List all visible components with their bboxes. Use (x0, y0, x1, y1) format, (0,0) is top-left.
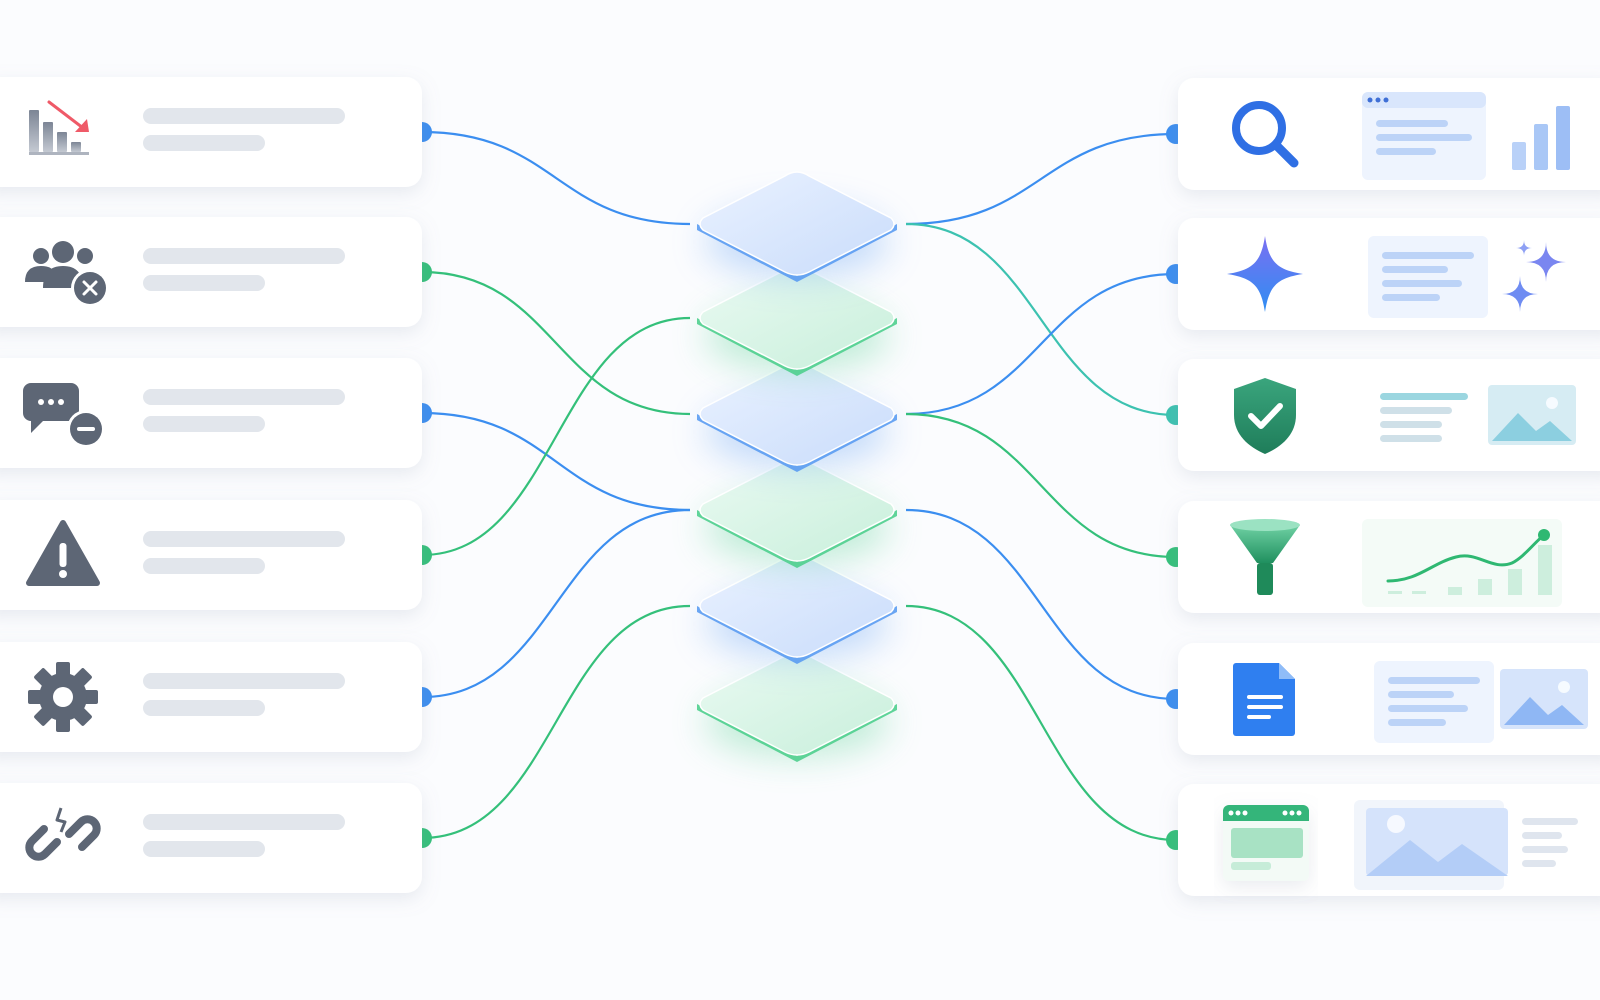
layer-face (699, 171, 895, 276)
issue-card (0, 783, 422, 893)
broken-link-icon (25, 807, 101, 861)
card-surface (0, 358, 422, 468)
issue-list (0, 77, 422, 893)
layer-plate-green (697, 651, 897, 762)
outcome-list (1178, 78, 1600, 896)
text-placeholder (143, 673, 345, 689)
text-placeholder (1380, 435, 1442, 442)
connector-line (421, 130, 691, 226)
card-surface (0, 77, 422, 187)
layer-plate-blue (697, 171, 897, 282)
layer-plate-green (697, 457, 897, 568)
image-thumbnail-icon (1500, 669, 1588, 729)
text-placeholder (143, 248, 345, 264)
shield-check-icon (1234, 378, 1296, 454)
connector-line (421, 270, 691, 416)
connector-line (421, 411, 691, 512)
text-placeholder (1522, 832, 1562, 839)
card-surface (0, 783, 422, 893)
text-placeholder (1382, 252, 1474, 259)
text-placeholder (143, 814, 345, 830)
browser-window-icon (1223, 805, 1309, 881)
user-group-remove-icon (25, 241, 109, 307)
ai-sparkle-icon (1227, 236, 1303, 312)
text-placeholder (143, 135, 265, 151)
text-placeholder (1380, 393, 1468, 400)
text-panel (1374, 661, 1494, 743)
layer-plate-blue (697, 553, 897, 664)
text-placeholder (1522, 818, 1578, 825)
image-thumbnail-icon (1488, 385, 1576, 445)
browser-text-panel (1362, 92, 1486, 180)
connector-line (905, 604, 1177, 842)
issue-card (0, 77, 422, 187)
gear-icon (28, 662, 98, 732)
outcome-card (1178, 501, 1600, 613)
card-surface (0, 642, 422, 752)
card-surface (0, 500, 422, 610)
outcome-card (1178, 784, 1600, 896)
issue-card (0, 500, 422, 610)
warning-triangle-icon (26, 520, 100, 586)
image-panel (1354, 800, 1508, 890)
layer-plate-blue (697, 361, 897, 472)
text-placeholder (1380, 407, 1452, 414)
connector-line (905, 132, 1177, 226)
document-icon (1233, 663, 1295, 736)
text-placeholder (1382, 280, 1462, 287)
growth-chart (1362, 519, 1562, 607)
text-placeholder (1388, 691, 1454, 698)
text-placeholder (143, 389, 345, 405)
bar-chart-icon (1512, 106, 1570, 170)
text-placeholder (1376, 148, 1436, 155)
connector-line (421, 316, 691, 557)
text-placeholder (1382, 294, 1440, 301)
text-placeholder (143, 108, 345, 124)
text-placeholder (1388, 705, 1468, 712)
connector-line (905, 508, 1177, 701)
layer-plate-green (697, 265, 897, 376)
text-placeholder (143, 416, 265, 432)
text-lines (1522, 818, 1578, 867)
layer-stack (697, 171, 897, 762)
search-icon (1232, 101, 1299, 168)
text-placeholder (1376, 120, 1448, 127)
text-panel (1368, 236, 1488, 318)
outcome-card (1178, 359, 1600, 471)
sparkles-icon (1502, 240, 1566, 312)
text-placeholder (1376, 134, 1472, 141)
outcome-card (1178, 643, 1600, 755)
connector-line (421, 508, 691, 699)
text-placeholder (1380, 421, 1442, 428)
text-placeholder (143, 531, 345, 547)
connector-line (905, 272, 1177, 416)
text-placeholder (1388, 719, 1446, 726)
outcome-card (1178, 78, 1600, 190)
card-surface (0, 217, 422, 327)
issue-card (0, 358, 422, 468)
issue-card (0, 642, 422, 752)
text-placeholder (1522, 846, 1568, 853)
declining-chart-icon (29, 100, 89, 155)
text-placeholder (143, 841, 265, 857)
connector-line (905, 412, 1177, 559)
connector-line (905, 222, 1177, 417)
chat-minus-icon (23, 383, 105, 448)
text-placeholder (143, 700, 265, 716)
text-lines (1380, 393, 1468, 442)
connector-line (421, 604, 691, 840)
text-placeholder (1382, 266, 1448, 273)
text-placeholder (143, 558, 265, 574)
text-placeholder (143, 275, 265, 291)
text-placeholder (1388, 677, 1480, 684)
outcome-card (1178, 218, 1600, 330)
text-placeholder (1522, 860, 1556, 867)
issue-card (0, 217, 422, 327)
funnel-icon (1230, 519, 1300, 595)
